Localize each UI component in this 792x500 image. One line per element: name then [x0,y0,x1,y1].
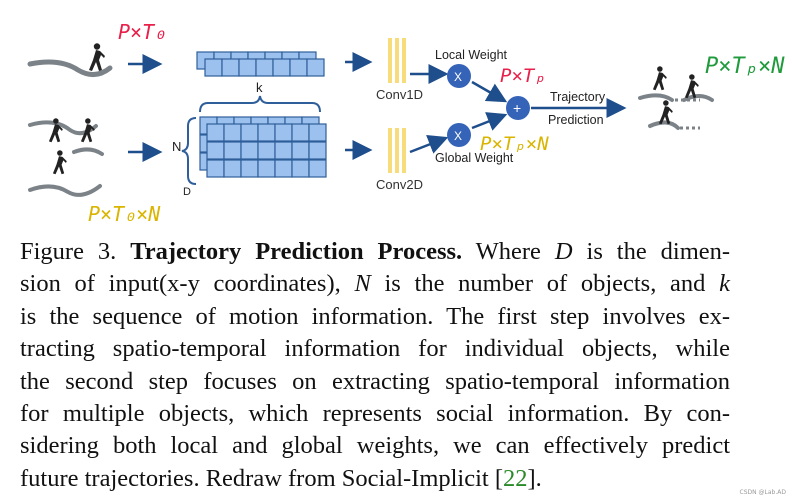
caption-line: tracting spatio-temporal information for… [20,335,730,363]
watermark: CSDN @Lab.AD [739,489,786,496]
local-multiply-node [447,64,471,88]
caption-line: future trajectories. Redraw from Social-… [20,463,730,495]
single-pedestrian-input [27,43,113,77]
trajectory-prediction-label-line1: Trajectory [550,90,606,104]
caption-var: D [554,238,573,265]
caption-line: for multiple objects, which represents s… [20,400,730,428]
n-brace [181,117,197,185]
bottom-input-dims-label: P×T₀×N [88,202,161,226]
caption-line: Figure 3. Trajectory Prediction Process.… [20,236,730,268]
trajectory-prediction-label-line2: Prediction [548,113,604,127]
predicted-trajectories-output [638,66,714,130]
caption-text: ]. [527,464,542,492]
arrow-icon [471,112,508,131]
caption-text: Where [475,238,541,265]
output-dims-label: P×Tₚ×N [705,54,785,79]
caption-var: N [354,270,371,298]
conv2d-label: Conv2D [376,177,423,192]
local-weight-label: Local Weight [435,48,508,62]
conv2d-block [388,128,406,173]
global-weight-label: Global Weight [435,151,514,165]
caption-title: Trajectory Prediction Process. [130,238,463,265]
n-label: N [172,139,181,154]
caption-text: sion of input(x-y coordinates), [20,270,341,298]
caption-line: is the sequence of motion information. T… [20,302,730,330]
pedestrian-icon [652,66,667,91]
global-multiply-symbol: X [454,129,462,143]
trajectory-prediction-diagram: P×T₀ Conv1D Local Weight X P×Tₚ + X Glob… [27,20,785,226]
global-multiply-node [447,123,471,147]
conv1d-block [388,38,406,83]
figure-caption: Figure 3. Trajectory Prediction Process.… [20,236,730,495]
add-symbol: + [513,100,521,116]
arrow-icon [409,135,449,154]
caption-text: future trajectories. Redraw from Social-… [20,464,504,492]
caption-line: sion of input(x-y coordinates), N is the… [20,268,730,300]
citation-link[interactable]: 22 [503,464,528,492]
add-node [506,96,530,120]
global-dims-label: P×Tₚ×N [480,133,549,155]
local-dims-label: P×Tₚ [500,65,546,87]
pedestrian-icon [52,150,67,175]
caption-line: the second step focuses on extracting sp… [20,367,730,395]
top-input-dims-label: P×T₀ [118,20,166,44]
caption-line: sidering both local and global weights, … [20,432,730,460]
local-multiply-symbol: X [454,70,462,84]
multi-sequence-blocks [199,116,327,178]
k-brace [199,95,321,113]
caption-var: k [719,270,730,298]
d-label: D [183,186,191,198]
single-sequence-blocks [196,51,325,77]
arrow-icon [471,80,508,103]
caption-text: is the number of objects, and [384,270,706,298]
k-label: k [256,80,263,95]
multi-pedestrian-input [28,118,104,197]
conv1d-label: Conv1D [376,87,423,102]
figure-number: Figure 3. [20,238,117,265]
pedestrian-icon [89,43,105,71]
caption-text: is the dimen- [586,238,731,265]
